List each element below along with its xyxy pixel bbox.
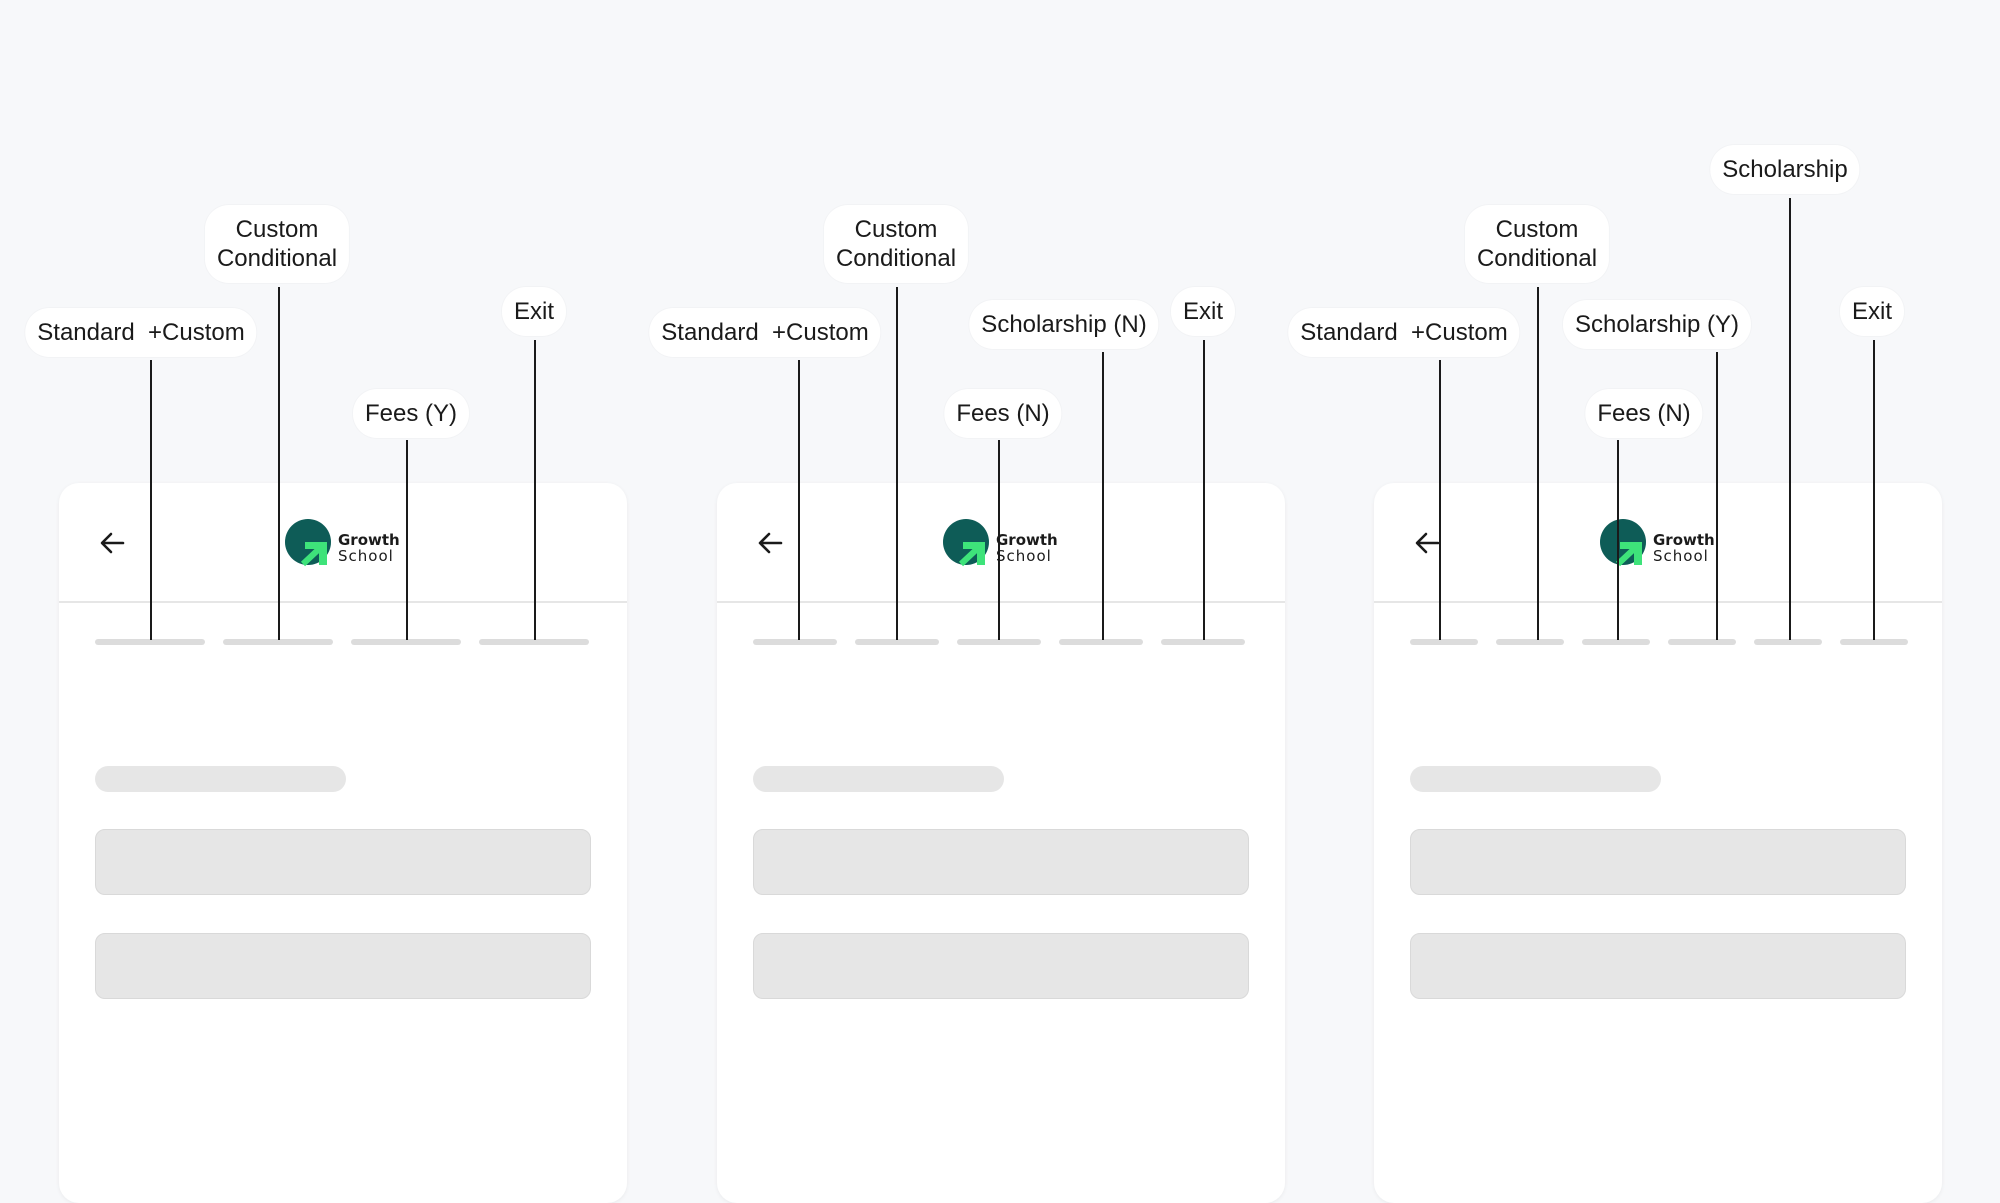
annotation-label: Exit <box>501 287 567 336</box>
progress-step-4 <box>1059 639 1143 645</box>
logo-text-school: School <box>996 547 1052 565</box>
skeleton-input-1 <box>1410 829 1906 895</box>
progress-step-1 <box>95 639 205 645</box>
annotation-line <box>1102 352 1104 640</box>
phone-card-variant-2: Growth School <box>717 483 1285 1203</box>
growth-arrow-icon <box>1600 519 1646 567</box>
progress-step-2 <box>1496 639 1564 645</box>
annotation-line <box>798 360 800 640</box>
onboarding-flow-diagram: Growth School Standard +Custom Custom Co… <box>25 145 1942 999</box>
annotation-line <box>278 287 280 640</box>
annotation-line <box>1873 340 1875 640</box>
annotation-label: Scholarship (Y) <box>1562 300 1752 349</box>
annotation-line <box>1203 340 1205 640</box>
arrow-left-icon[interactable] <box>97 527 129 559</box>
progress-step-4 <box>479 639 589 645</box>
growth-arrow-icon <box>285 519 331 567</box>
annotation-line <box>534 340 536 640</box>
skeleton-label <box>753 766 1004 792</box>
progress-step-2 <box>223 639 333 645</box>
annotation-label: Fees (Y) <box>352 389 470 438</box>
logo-text-growth: Growth <box>1653 531 1715 549</box>
annotation-label: Standard +Custom <box>649 308 881 357</box>
skeleton-input-1 <box>753 829 1249 895</box>
arrow-left-icon[interactable] <box>755 527 787 559</box>
logo-text-growth: Growth <box>996 531 1058 549</box>
annotation-label: Custom Conditional <box>204 205 350 283</box>
phone-card-variant-1: Growth School <box>59 483 627 1203</box>
skeleton-label <box>1410 766 1661 792</box>
skeleton-input-2 <box>95 933 591 999</box>
annotation-label: Standard +Custom <box>25 308 257 357</box>
annotation-label: Standard +Custom <box>1288 308 1520 357</box>
growth-arrow-icon <box>943 519 989 567</box>
progress-step-6 <box>1840 639 1908 645</box>
progress-step-5 <box>1161 639 1245 645</box>
progress-step-2 <box>855 639 939 645</box>
progress-step-3 <box>351 639 461 645</box>
annotation-line <box>150 360 152 640</box>
annotation-label: Exit <box>1170 287 1236 336</box>
annotation-line <box>1439 360 1441 640</box>
annotation-line <box>1617 440 1619 640</box>
progress-step-1 <box>1410 639 1478 645</box>
annotation-line <box>1716 352 1718 640</box>
logo-text-growth: Growth <box>338 531 400 549</box>
annotation-label: Custom Conditional <box>823 205 969 283</box>
progress-step-3 <box>1582 639 1650 645</box>
progress-step-3 <box>957 639 1041 645</box>
annotation-line <box>1789 198 1791 640</box>
card-header: Growth School <box>717 483 1285 603</box>
annotation-line <box>406 440 408 640</box>
skeleton-input-2 <box>1410 933 1906 999</box>
annotation-label: Exit <box>1839 287 1905 336</box>
annotation-label: Scholarship <box>1710 145 1860 194</box>
skeleton-label <box>95 766 346 792</box>
annotation-label: Custom Conditional <box>1464 205 1610 283</box>
annotation-line <box>896 287 898 640</box>
progress-step-4 <box>1668 639 1736 645</box>
card-header: Growth School <box>59 483 627 603</box>
skeleton-input-1 <box>95 829 591 895</box>
annotation-line <box>998 440 1000 640</box>
annotation-line <box>1537 287 1539 640</box>
logo-text-school: School <box>1653 547 1709 565</box>
phone-card-variant-3: Growth School <box>1374 483 1942 1203</box>
card-header: Growth School <box>1374 483 1942 603</box>
annotation-label: Fees (N) <box>944 389 1062 438</box>
annotation-label: Fees (N) <box>1585 389 1703 438</box>
progress-step-1 <box>753 639 837 645</box>
arrow-left-icon[interactable] <box>1412 527 1444 559</box>
progress-step-5 <box>1754 639 1822 645</box>
skeleton-input-2 <box>753 933 1249 999</box>
logo-text-school: School <box>338 547 394 565</box>
annotation-label: Scholarship (N) <box>969 300 1159 349</box>
